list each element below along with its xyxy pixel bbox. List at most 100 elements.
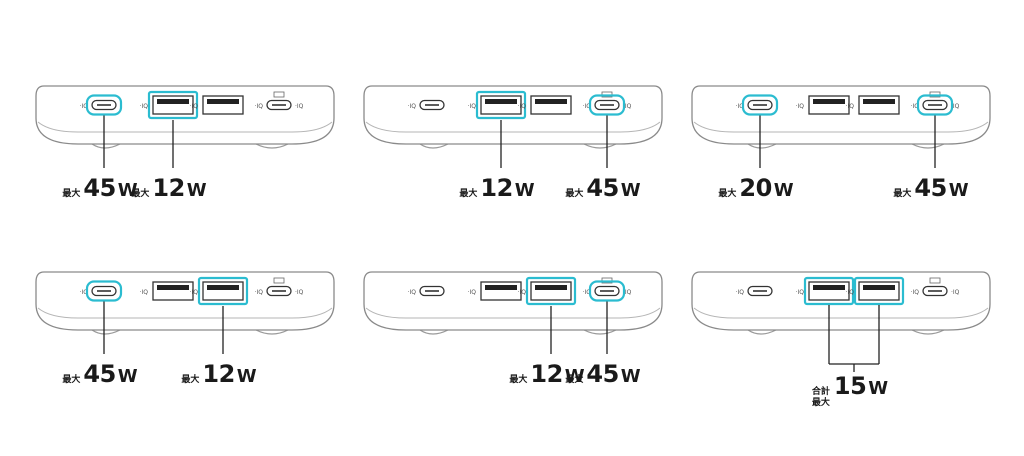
port-highlight [803, 276, 855, 306]
usb-a-port [480, 95, 522, 115]
callout-unit: W [948, 180, 969, 201]
body-seam [693, 121, 989, 133]
callout-unit: W [117, 366, 138, 387]
callout-unit: W [186, 180, 207, 201]
callout-value: 12 [530, 360, 563, 388]
body-seam [365, 307, 661, 319]
power-bank-drawing: ·IQ·IQ·IQ·IQ·IQ [691, 85, 991, 168]
iq-marker: ·IQ [190, 289, 199, 296]
callout-unit: W [773, 180, 794, 201]
power-bank-drawing: ·IQ·IQ·IQ·IQ·IQ [35, 271, 335, 354]
callout-value: 15 [833, 372, 867, 400]
callout-prefix: 最大 [565, 375, 584, 385]
callout-prefix: 最大 [131, 189, 150, 199]
callout-prefix: 最大 [62, 189, 81, 199]
iq-marker: ·IQ [80, 103, 89, 110]
usb-a-port [808, 95, 850, 115]
callout-prefix: 最大 [718, 189, 737, 199]
callout-value: 45 [586, 360, 619, 388]
port-highlight [475, 90, 527, 120]
body-seam [365, 121, 661, 133]
iq-marker: ·IQ [255, 103, 264, 110]
iq-marker: ·IQ [846, 289, 855, 296]
iq-marker: ·IQ [295, 103, 304, 110]
usb-a-port [530, 281, 572, 301]
port-highlight [588, 280, 626, 302]
power-bank-drawing: ·IQ·IQ·IQ·IQ·IQ [363, 271, 663, 354]
iq-marker: ·IQ [255, 289, 264, 296]
usb-a-port [202, 95, 244, 115]
power-bank-body [35, 271, 335, 331]
laptop-icon [929, 277, 941, 284]
iq-marker: ·IQ [951, 289, 960, 296]
callout-value: 12 [480, 174, 513, 202]
callout-prefix: 最大 [509, 375, 528, 385]
body-seam [37, 307, 333, 319]
foot-left [91, 143, 121, 149]
iq-marker: ·IQ [846, 103, 855, 110]
iq-marker: ·IQ [140, 289, 149, 296]
iq-marker: ·IQ [190, 103, 199, 110]
iq-marker: ·IQ [140, 103, 149, 110]
iq-marker: ·IQ [911, 289, 920, 296]
iq-marker: ·IQ [468, 289, 477, 296]
callout-unit: W [620, 366, 641, 387]
iq-marker: ·IQ [623, 289, 632, 296]
power-bank-body [691, 271, 991, 331]
power-bank-drawing: ·IQ·IQ·IQ·IQ·IQ [363, 85, 663, 168]
callout-value: 45 [83, 360, 116, 388]
callout-prefix: 最大 [893, 189, 912, 199]
usb-a-port [858, 95, 900, 115]
port-highlight [197, 276, 249, 306]
port-highlight [85, 280, 123, 302]
foot-left [419, 143, 449, 149]
callout-prefix: 最大 [811, 398, 830, 408]
callout-prefix: 最大 [62, 375, 81, 385]
callout-prefix: 合計 [811, 387, 830, 397]
callout-unit: W [868, 378, 889, 399]
callout-unit: W [620, 180, 641, 201]
power-bank-body [35, 85, 335, 145]
body-seam [37, 121, 333, 133]
callout-value: 45 [83, 174, 116, 202]
callout-value: 45 [914, 174, 947, 202]
iq-marker: ·IQ [736, 289, 745, 296]
body-seam [693, 307, 989, 319]
usb-a-port [480, 281, 522, 301]
iq-marker: ·IQ [518, 103, 527, 110]
port-highlight [588, 94, 626, 116]
callout-prefix: 最大 [565, 189, 584, 199]
usb-a-port [202, 281, 244, 301]
port-highlight [525, 276, 577, 306]
usb-a-port [530, 95, 572, 115]
callout-prefix: 最大 [459, 189, 478, 199]
usb-a-port [152, 281, 194, 301]
iq-marker: ·IQ [583, 103, 592, 110]
iq-marker: ·IQ [796, 289, 805, 296]
iq-marker: ·IQ [623, 103, 632, 110]
callout-unit: W [236, 366, 257, 387]
usb-a-port [858, 281, 900, 301]
callout-value: 20 [739, 174, 772, 202]
port-highlight [741, 94, 779, 116]
foot-right [255, 143, 289, 149]
callout-value: 12 [152, 174, 185, 202]
port-highlight [916, 94, 954, 116]
iq-marker: ·IQ [80, 289, 89, 296]
callout-prefix: 最大 [181, 375, 200, 385]
iq-marker: ·IQ [951, 103, 960, 110]
laptop-icon [273, 277, 285, 284]
callout-value: 12 [202, 360, 235, 388]
